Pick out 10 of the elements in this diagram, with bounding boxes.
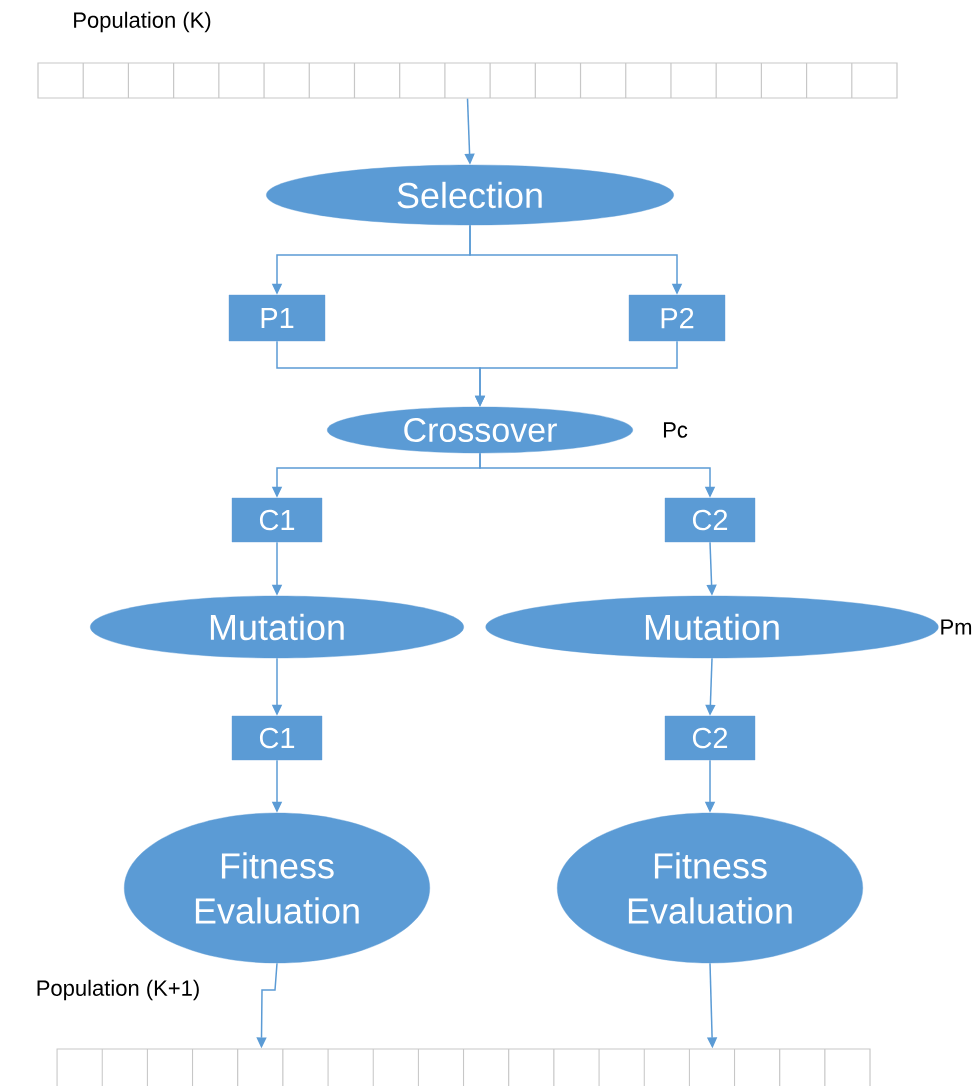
probability-label: Pc — [663, 422, 688, 438]
process-box: C1 — [231, 497, 323, 543]
process-box: P1 — [228, 294, 326, 342]
population-label: Population (K) — [74, 11, 211, 33]
process-box: C2 — [664, 715, 756, 761]
process-box: P2 — [628, 294, 726, 342]
probability-label: Pm — [941, 619, 972, 635]
process-box: C2 — [664, 497, 756, 543]
population-label: Population (K+1) — [37, 979, 199, 1001]
process-box: C1 — [231, 715, 323, 761]
